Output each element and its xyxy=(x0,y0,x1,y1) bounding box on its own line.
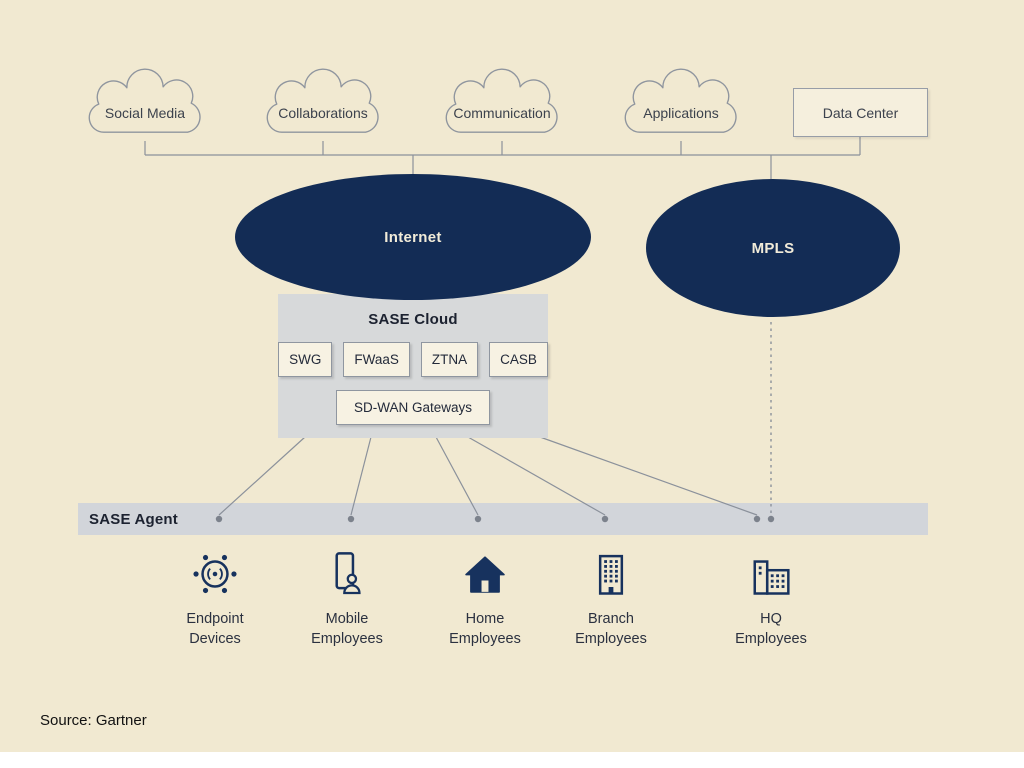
service-ztna: ZTNA xyxy=(420,342,479,377)
data-center-box: Data Center xyxy=(793,88,928,137)
home-employees-icon xyxy=(465,556,505,593)
mpls-label: MPLS xyxy=(751,239,795,257)
cloud-icon xyxy=(624,68,737,133)
internet-label: Internet xyxy=(384,228,442,246)
service-casb: CASB xyxy=(489,342,548,377)
cloud-applications-label: Applications xyxy=(643,105,719,121)
sase-service-row: SWG FWaaS ZTNA CASB xyxy=(278,342,548,377)
endpoint-devices-icon xyxy=(193,554,237,594)
cloud-communication: Communication xyxy=(434,62,570,148)
hq-employees-label: HQ Employees xyxy=(735,611,807,647)
endpoint-devices: Endpoint Devices xyxy=(155,548,275,649)
cloud-icon xyxy=(88,68,201,133)
home-employees: Home Employees xyxy=(425,548,545,649)
cloud-social-media: Social Media xyxy=(77,62,213,148)
cloud-collaborations-label: Collaborations xyxy=(278,105,368,121)
hq-employees-icon xyxy=(753,560,790,595)
cloud-communication-label: Communication xyxy=(453,105,551,121)
mobile-employees-label: Mobile Employees xyxy=(311,611,383,647)
sase-agent-label: SASE Agent xyxy=(89,510,178,528)
source-attribution: Source: Gartner xyxy=(40,712,147,729)
sase-cloud-panel: SASE Cloud SWG FWaaS ZTNA CASB SD-WAN Ga… xyxy=(278,294,548,438)
sase-agent-bar: SASE Agent xyxy=(78,503,928,535)
branch-employees-label: Branch Employees xyxy=(575,611,647,647)
hq-employees: HQ Employees xyxy=(711,548,831,649)
branch-employees: Branch Employees xyxy=(551,548,671,649)
sase-architecture-diagram: SASE Agent xyxy=(0,0,1024,752)
sdwan-gateways-box: SD-WAN Gateways xyxy=(335,390,491,425)
mpls-ellipse: MPLS xyxy=(646,179,900,317)
service-fwaas: FWaaS xyxy=(343,342,410,377)
home-employees-label: Home Employees xyxy=(449,611,521,647)
endpoint-devices-label: Endpoint Devices xyxy=(186,611,244,647)
cloud-social-media-label: Social Media xyxy=(104,105,186,121)
mobile-employees-icon xyxy=(335,552,361,595)
mobile-employees: Mobile Employees xyxy=(287,548,407,649)
cloud-applications: Applications xyxy=(613,62,749,148)
internet-ellipse: Internet xyxy=(235,174,591,300)
branch-employees-icon xyxy=(598,554,624,595)
cloud-icon xyxy=(266,68,379,133)
service-swg: SWG xyxy=(278,342,333,377)
sase-cloud-title: SASE Cloud xyxy=(368,311,458,328)
cloud-collaborations: Collaborations xyxy=(255,62,391,148)
cloud-icon xyxy=(445,68,558,133)
